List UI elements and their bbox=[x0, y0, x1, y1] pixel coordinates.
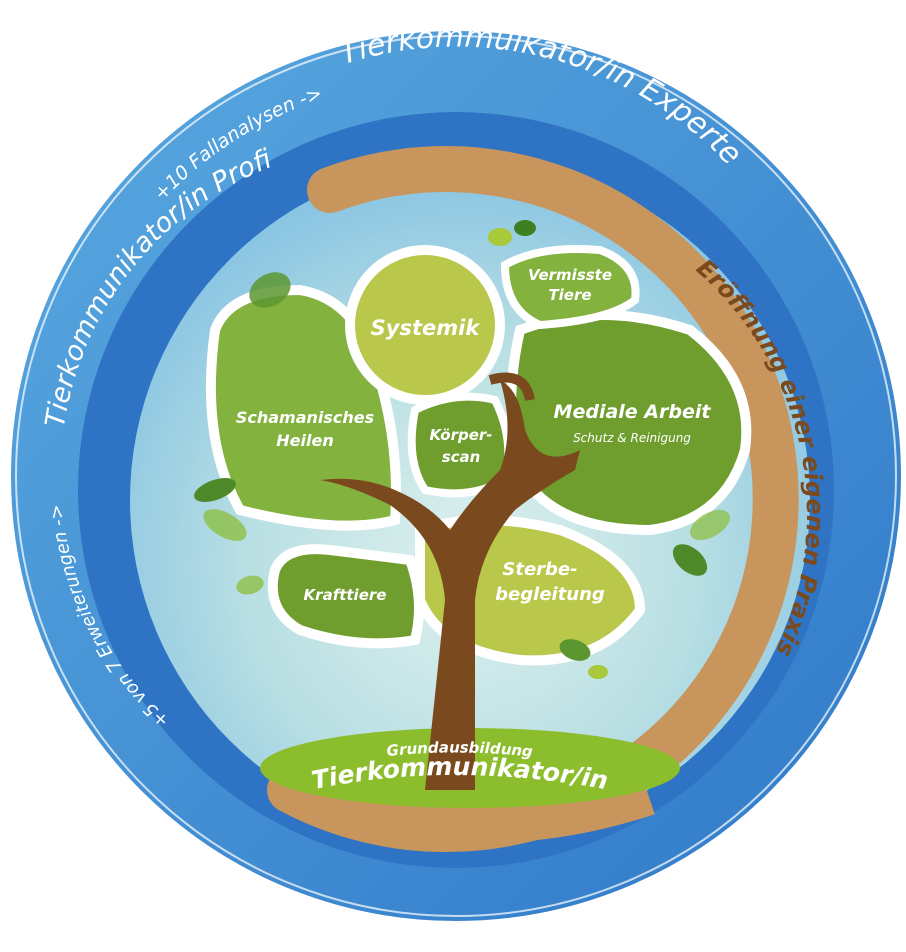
bubble-systemik bbox=[345, 245, 505, 405]
bubble-krafttiere bbox=[267, 544, 424, 649]
label-systemik: Systemik bbox=[371, 316, 482, 340]
leaf-icon bbox=[203, 509, 247, 541]
label-vermisste-line2: Tiere bbox=[548, 286, 591, 304]
leaf-icon bbox=[690, 509, 730, 541]
leaf-icon bbox=[514, 220, 536, 236]
leaf-icon bbox=[588, 665, 608, 679]
label-koerper-line2: scan bbox=[442, 448, 481, 466]
leaf-icon bbox=[672, 544, 708, 576]
label-schamanisch-line2: Heilen bbox=[276, 431, 333, 450]
label-krafttiere: Krafttiere bbox=[304, 586, 387, 604]
outer-ring-edge bbox=[15, 35, 897, 917]
leaf-icon bbox=[194, 477, 236, 503]
leaf-icon bbox=[236, 575, 264, 595]
bubble-vermisste bbox=[500, 245, 640, 330]
leaf-icon bbox=[559, 639, 591, 661]
label-sterbe-line2: begleitung bbox=[495, 584, 605, 605]
label-schamanisch-line1: Schamanisches bbox=[236, 408, 374, 427]
brown-ring-tail bbox=[294, 776, 655, 843]
label-mediale-line1: Mediale Arbeit bbox=[554, 401, 712, 423]
leaf-icon bbox=[249, 272, 291, 308]
leaf-icon bbox=[488, 228, 512, 246]
label-mediale-line2: Schutz & Reinigung bbox=[573, 431, 691, 445]
tree-trunk bbox=[320, 380, 580, 790]
label-sterbe-line1: Sterbe- bbox=[502, 559, 577, 580]
tree-branch-right bbox=[488, 372, 535, 402]
label-koerper-line1: Körper- bbox=[429, 426, 492, 444]
ground-small-label: Grundausbildung bbox=[386, 738, 534, 760]
label-vermisste-line1: Vermisste bbox=[528, 266, 612, 284]
